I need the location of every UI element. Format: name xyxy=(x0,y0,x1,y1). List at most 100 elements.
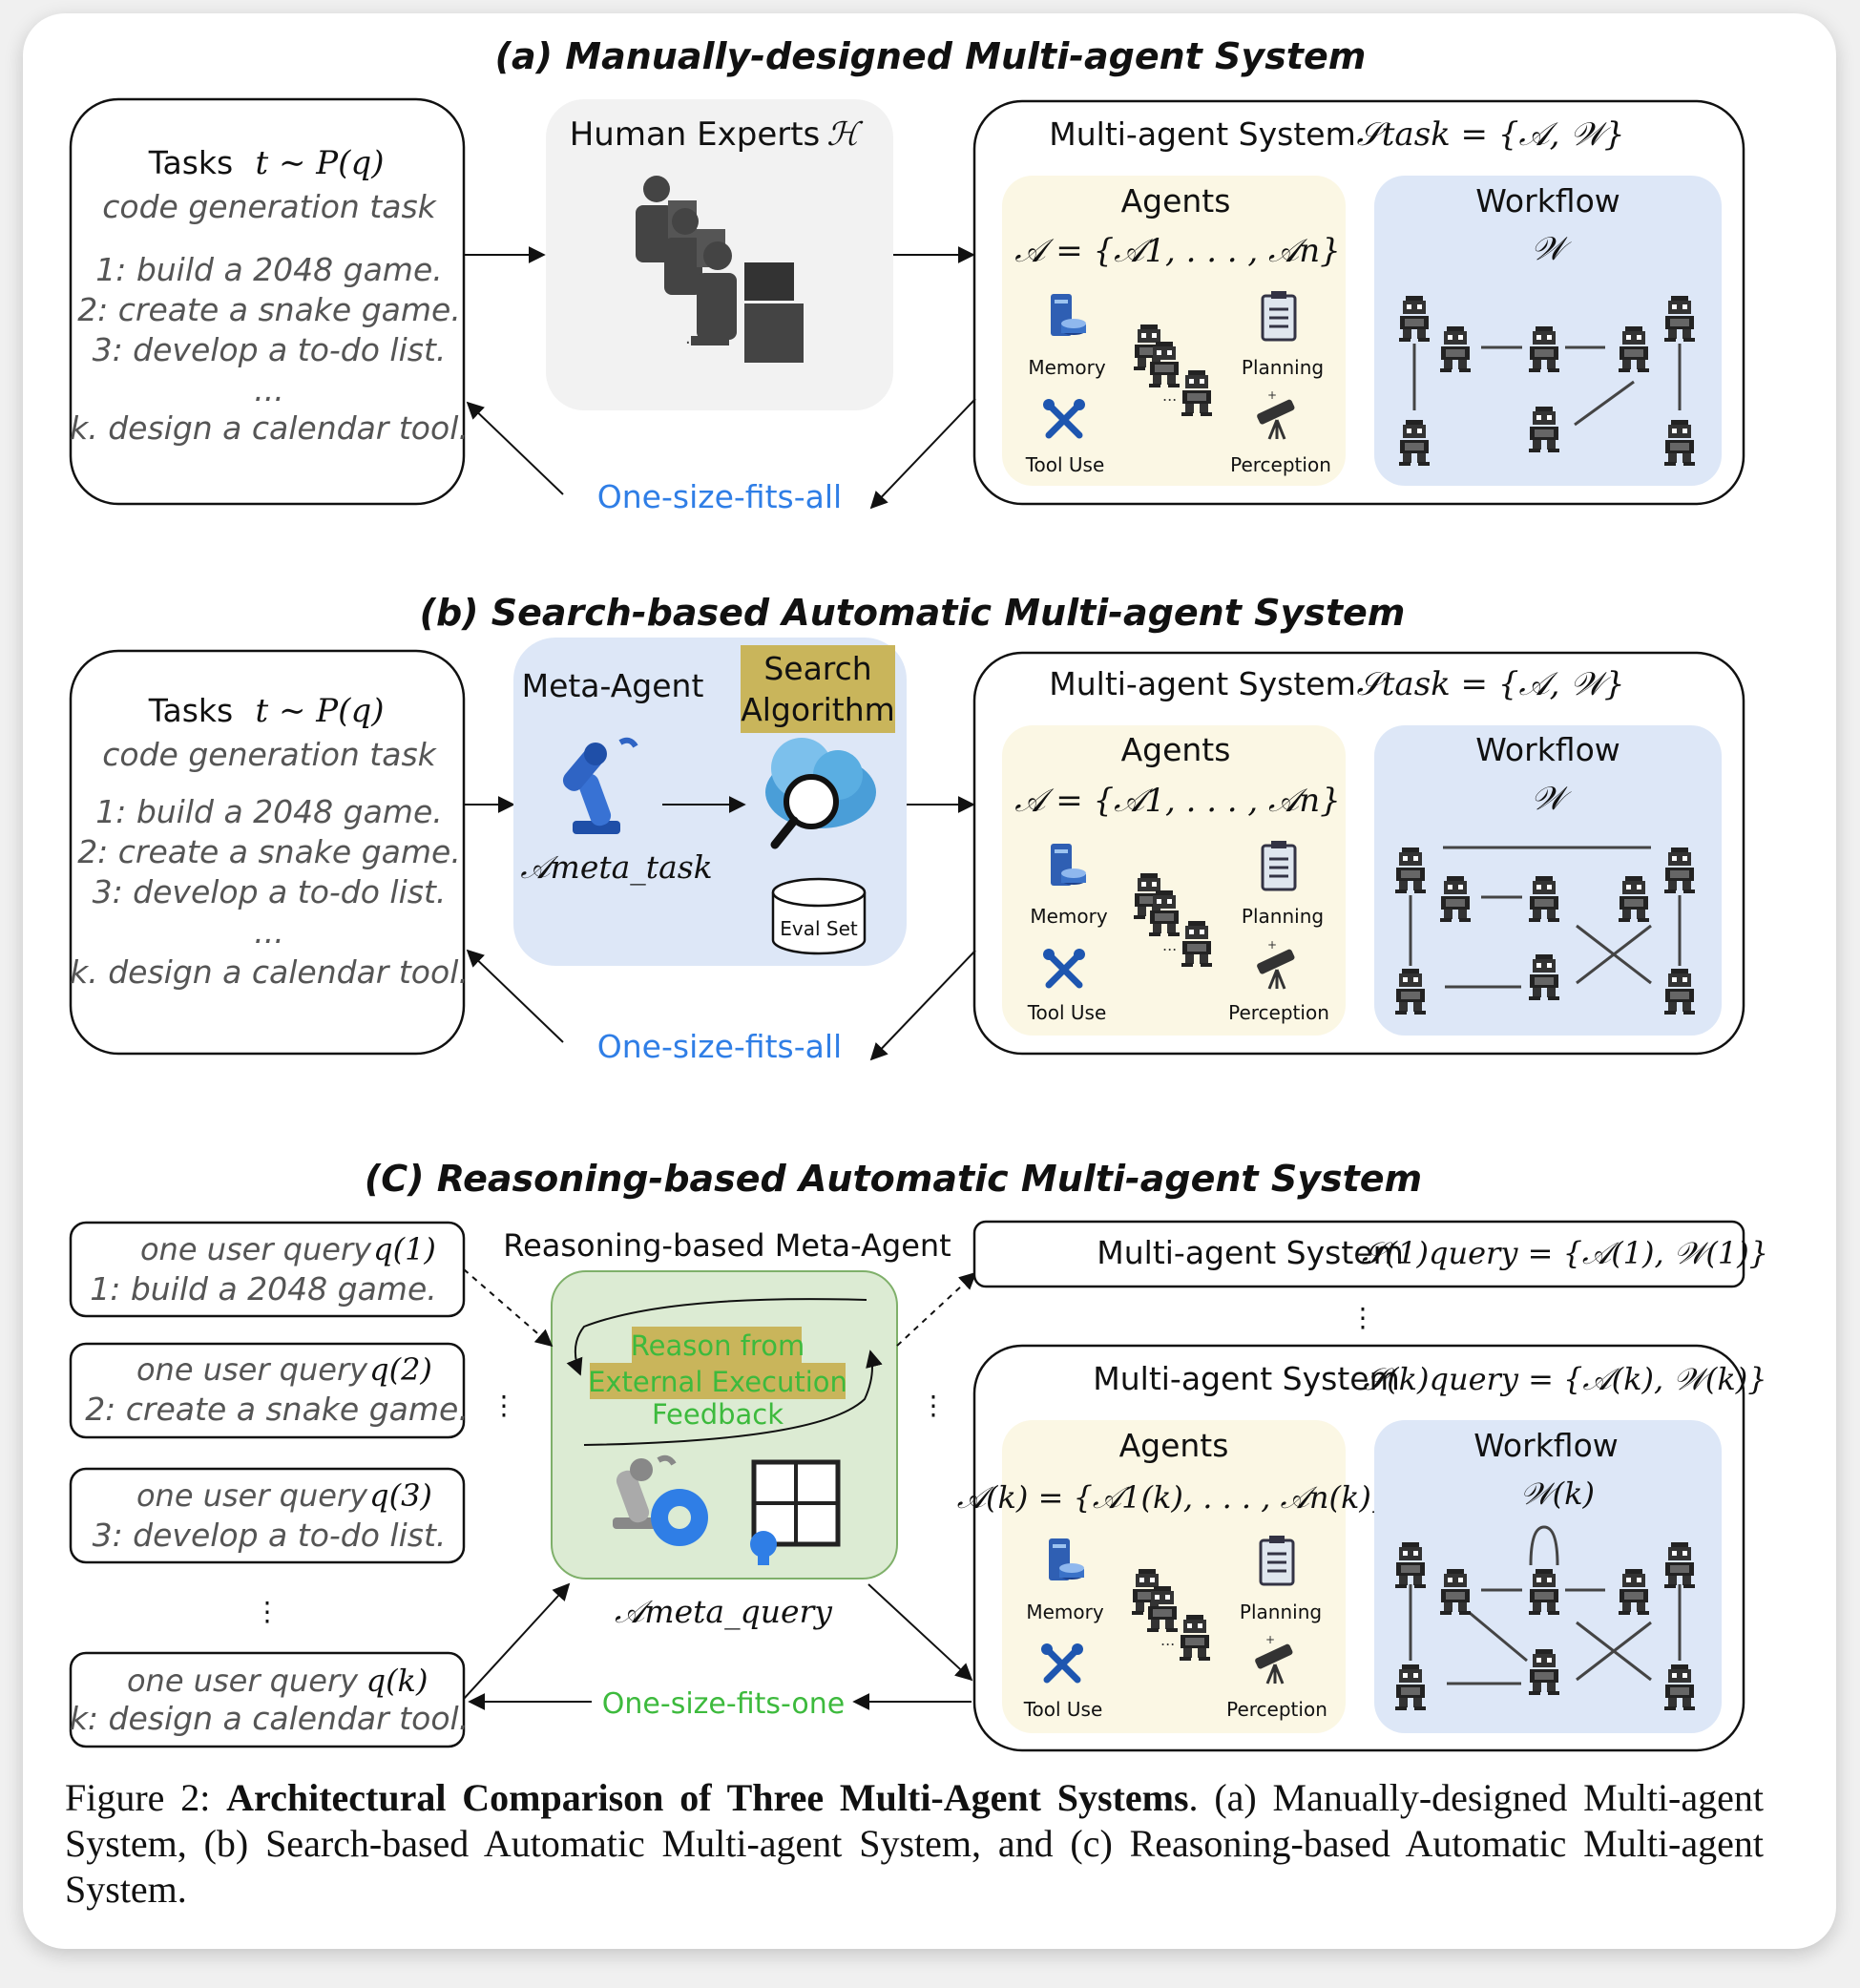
reason-highlight-2 xyxy=(590,1363,846,1399)
svg-text:...: ... xyxy=(1160,1631,1175,1649)
planning-icon xyxy=(1259,1534,1295,1586)
tool-use-label-c: Tool Use xyxy=(1023,1698,1103,1721)
mas-math-c1: 𝒮(1)query = {𝒜(1), 𝒲(1)} xyxy=(1362,1235,1768,1271)
task-item-a: 3: develop a to-do list. xyxy=(93,331,447,368)
agents-box-a xyxy=(1002,176,1346,486)
svg-text:...: ... xyxy=(1162,387,1177,405)
panel-b-title: (b) Search-based Automatic Multi-agent S… xyxy=(420,592,1406,634)
workflow-math-c: 𝒲(k) xyxy=(1520,1475,1595,1512)
query-label: one user query xyxy=(136,1477,368,1514)
workflow-graph-c xyxy=(1395,1525,1695,1710)
query-task: 3: develop a to-do list. xyxy=(93,1517,447,1554)
mas-box-c1 xyxy=(972,1220,1745,1288)
perception-label-a: Perception xyxy=(1230,453,1331,476)
task-item-b: 2: create a snake game. xyxy=(77,833,461,870)
svg-text:⋮: ⋮ xyxy=(1349,1302,1376,1333)
memory-label-a: Memory xyxy=(1028,356,1106,379)
experts-label: Human Experts xyxy=(570,115,821,154)
human-experts-icon: ... xyxy=(636,176,804,363)
tasks-subtitle-b: code generation task xyxy=(102,736,437,773)
planning-icon xyxy=(1261,289,1297,342)
mas-label-ck: Multi-agent System xyxy=(1093,1360,1399,1397)
query-task: 2: create a snake game. xyxy=(85,1391,469,1428)
feedback-label-a: One-size-fits-all xyxy=(597,478,842,515)
query-math: q(2) xyxy=(369,1351,432,1388)
task-item-a: k. design a calendar tool. xyxy=(70,409,469,447)
reasoning-meta-title: Reasoning-based Meta-Agent xyxy=(503,1227,951,1264)
query-task: 1: build a 2048 game. xyxy=(90,1270,437,1308)
query-math: q(1) xyxy=(373,1231,436,1267)
query-label: one user query xyxy=(136,1351,368,1388)
robot-arm-icon xyxy=(562,737,638,834)
agents-math-b: 𝒜 = {𝒜1, . . . , 𝒜n} xyxy=(1014,782,1340,820)
mas-label-a: Multi-agent System xyxy=(1049,115,1355,153)
cloud-search-icon xyxy=(765,738,876,849)
perception-label-c: Perception xyxy=(1226,1698,1327,1721)
caption-prefix: Figure 2: xyxy=(65,1776,211,1819)
tasks-subtitle-a: code generation task xyxy=(102,188,437,225)
eval-set-label: Eval Set xyxy=(780,917,858,940)
svg-text:...: ... xyxy=(1162,936,1177,954)
query-math: q(3) xyxy=(369,1477,432,1514)
svg-text:⋮: ⋮ xyxy=(920,1390,947,1421)
mas-label-c1: Multi-agent System xyxy=(1097,1234,1403,1271)
agents-label-b: Agents xyxy=(1121,731,1231,768)
feedback-label-b: One-size-fits-all xyxy=(597,1028,842,1065)
workflow-label-a: Workflow xyxy=(1475,182,1620,220)
query-label: one user query xyxy=(140,1231,372,1267)
search-algorithm-highlight xyxy=(741,645,895,733)
task-item-b: k. design a calendar tool. xyxy=(70,953,469,991)
svg-text:...: ... xyxy=(685,328,701,348)
search-label-2: Algorithm xyxy=(741,691,895,728)
tasks-label-a: Tasks xyxy=(148,144,233,181)
memory-label-b: Memory xyxy=(1030,905,1108,928)
agents-math-c: 𝒜(k) = {𝒜1(k), . . . , 𝒜n(k)} xyxy=(957,1479,1390,1516)
workflow-graph-a xyxy=(1399,296,1695,466)
agents-box-c xyxy=(1002,1420,1346,1733)
planning-icon xyxy=(1261,839,1297,891)
reason-label-2: External Execution xyxy=(588,1366,847,1398)
task-item-b: ... xyxy=(254,913,283,951)
agents-box-b xyxy=(1002,725,1346,1036)
caption-rest: . (a) Manually-designed Multi-agent Syst… xyxy=(65,1776,1764,1911)
meta-query-math: 𝒜meta_query xyxy=(615,1593,832,1631)
feedback-label-c: One-size-fits-one xyxy=(602,1687,845,1721)
reason-highlight-1 xyxy=(632,1327,802,1363)
tasks-math-a: t ∼ P(q) xyxy=(256,144,385,182)
query-box-3 xyxy=(69,1467,466,1564)
search-label-1: Search xyxy=(763,650,871,687)
agents-cluster-icon: ... xyxy=(1132,1569,1210,1661)
task-item-b: 3: develop a to-do list. xyxy=(93,873,447,910)
panel-a-title: (a) Manually-designed Multi-agent System xyxy=(495,35,1367,77)
query-box-2 xyxy=(69,1342,466,1439)
query-math: q(k) xyxy=(366,1663,428,1699)
query-label: one user query xyxy=(127,1663,359,1699)
perception-label-b: Perception xyxy=(1228,1001,1329,1024)
workflow-graph-b xyxy=(1395,846,1695,1015)
agents-cluster-icon: ... xyxy=(1134,324,1212,416)
query-task: k: design a calendar tool. xyxy=(70,1700,469,1737)
workflow-label-b: Workflow xyxy=(1475,731,1620,768)
reason-label-1: Reason from xyxy=(631,1329,805,1362)
task-item-a: 2: create a snake game. xyxy=(77,291,461,328)
meta-agent-label: Meta-Agent xyxy=(522,667,704,704)
agents-label-c: Agents xyxy=(1119,1427,1229,1464)
planning-label-c: Planning xyxy=(1240,1601,1322,1623)
query-box-k xyxy=(69,1651,466,1748)
tasks-box-b xyxy=(69,649,466,1056)
tasks-math-b: t ∼ P(q) xyxy=(256,692,385,730)
tool-use-label-b: Tool Use xyxy=(1027,1001,1107,1024)
task-item-a: 1: build a 2048 game. xyxy=(95,251,443,288)
puzzle-idea-icon xyxy=(750,1459,841,1565)
experts-math: ℋ xyxy=(826,115,864,154)
planning-label-b: Planning xyxy=(1242,905,1324,928)
mas-label-b: Multi-agent System xyxy=(1049,665,1355,702)
task-item-b: 1: build a 2048 game. xyxy=(95,793,443,830)
tasks-label-b: Tasks xyxy=(148,692,233,729)
figure-caption: Figure 2: Architectural Comparison of Th… xyxy=(65,1775,1764,1913)
agents-label-a: Agents xyxy=(1121,182,1231,220)
caption-bold: Architectural Comparison of Three Multi-… xyxy=(226,1776,1189,1819)
task-item-a: ... xyxy=(254,371,283,408)
tool-use-label-a: Tool Use xyxy=(1025,453,1105,476)
